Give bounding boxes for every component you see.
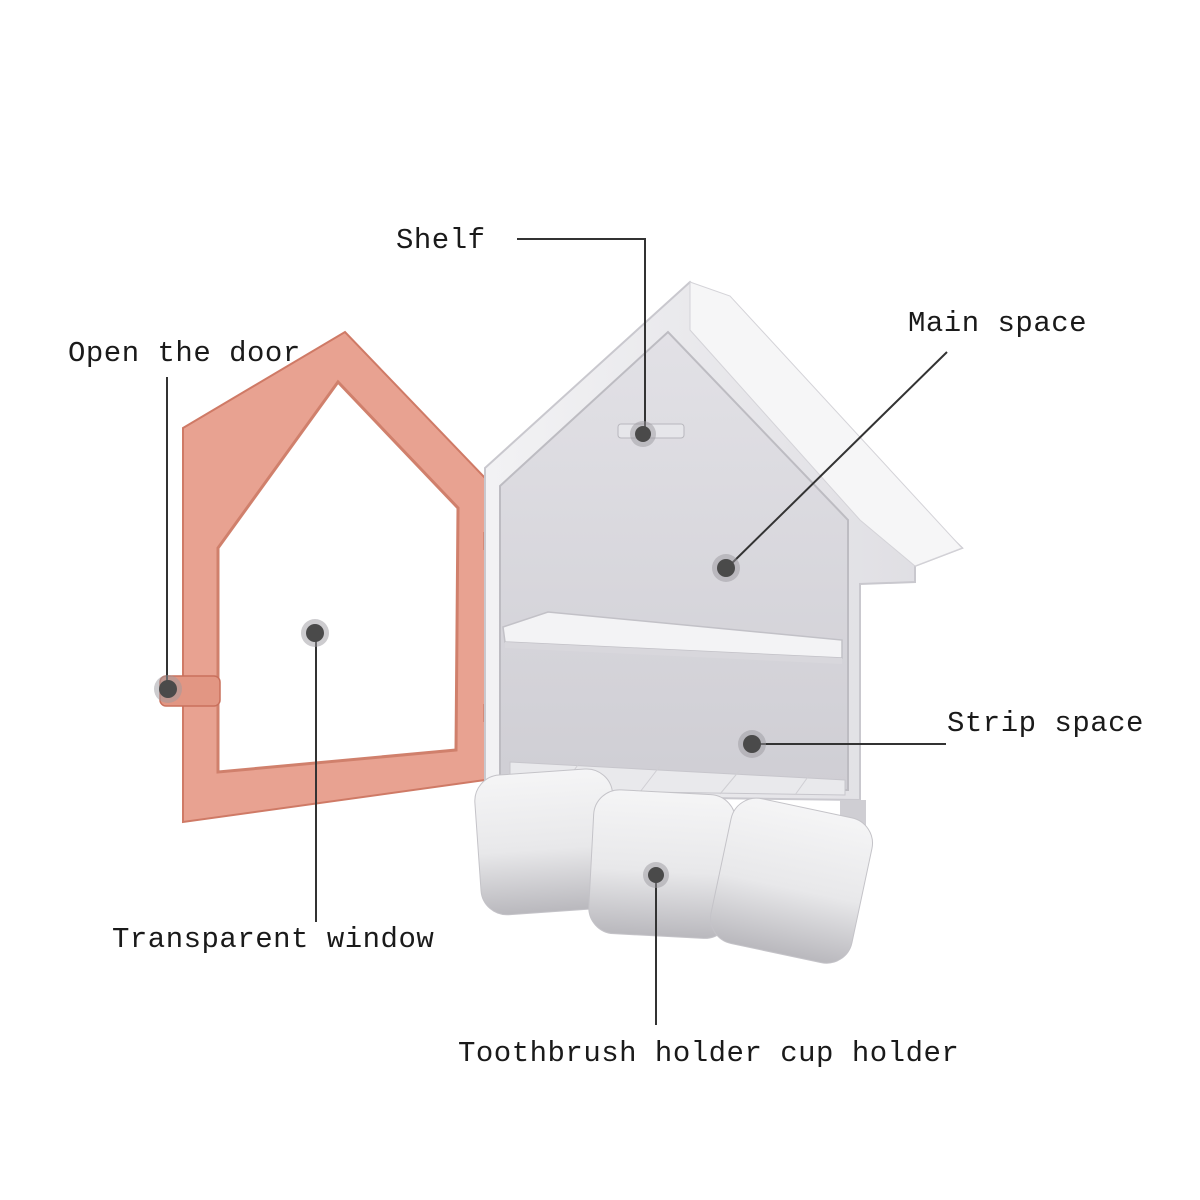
callout-dot-shelf bbox=[630, 421, 656, 447]
callout-dot-main-space bbox=[712, 554, 740, 582]
toothbrush-cups bbox=[474, 768, 873, 964]
door bbox=[159, 330, 491, 824]
callout-dot-open-door bbox=[154, 675, 182, 703]
label-strip-space: Strip space bbox=[947, 707, 1144, 740]
shelf-board bbox=[502, 611, 843, 659]
label-open-door: Open the door bbox=[68, 337, 301, 370]
label-cup-holder: Toothbrush holder cup holder bbox=[458, 1037, 960, 1070]
transparent-window-pane bbox=[216, 379, 460, 774]
callout-line-shelf bbox=[517, 238, 646, 433]
callout-dot-transparent-window bbox=[301, 619, 329, 647]
label-shelf: Shelf bbox=[396, 224, 486, 257]
interior-cavity bbox=[499, 330, 849, 794]
callout-line-main-space bbox=[726, 351, 948, 569]
callout-dot-strip-space bbox=[738, 730, 766, 758]
callout-dots bbox=[154, 421, 766, 888]
callout-lines bbox=[166, 238, 948, 1025]
label-transparent-window: Transparent window bbox=[112, 923, 435, 956]
label-main-space: Main space bbox=[908, 307, 1088, 340]
cup-right bbox=[710, 797, 873, 964]
cabinet-body bbox=[484, 280, 964, 802]
callout-dot-cup-holder bbox=[643, 862, 669, 888]
